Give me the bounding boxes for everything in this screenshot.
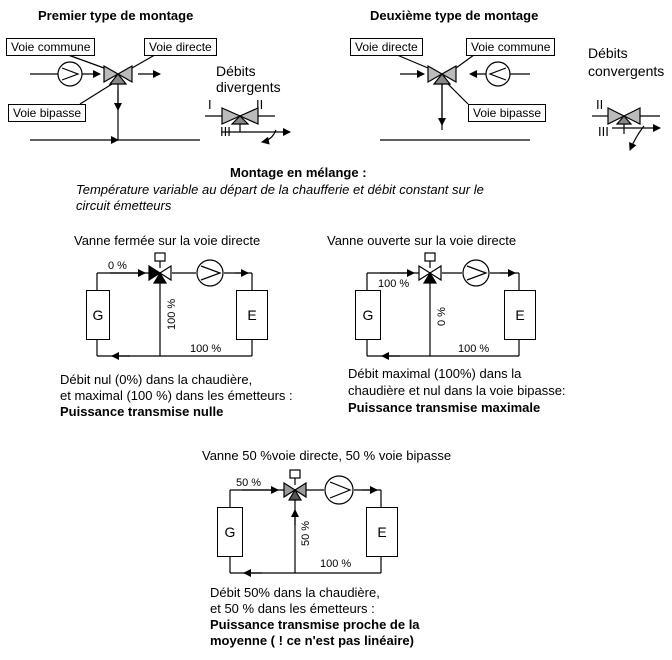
pump-arrow-icon [488,67,507,81]
label-voie-bipasse-2: Voie bipasse [468,104,547,122]
melange-subtitle-line1: Température variable au départ de la cha… [76,182,484,197]
title-deuxieme-montage: Deuxième type de montage [370,8,539,23]
circuit-3-caption: Vanne 50 %voie directe, 50 % voie bipass… [202,448,452,463]
label-convergents: convergents [588,63,665,79]
generator-box: G [217,507,243,557]
label-voie-bipasse-1: Voie bipasse [8,104,87,122]
three-way-valve-icon [427,64,457,85]
label-voie-commune-1: Voie commune [6,38,96,56]
emitter-box: E [504,290,536,340]
generator-box: G [86,290,110,340]
convergent-valve-icon [607,107,641,125]
circuit-1-caption: Vanne fermée sur la voie directe [74,233,261,248]
circuit-1-desc-line2: et maximal (100 %) dans les émetteurs : [60,388,293,403]
emitter-box: E [236,290,268,340]
circuit-1-flow-bottom: 100 % [190,343,222,355]
label-debits: Débits [216,63,256,79]
pump-arrow-icon [200,265,222,281]
montage-1-lines [30,51,200,144]
label-divergents: divergents [216,79,281,95]
divergent-valve-icon [221,107,259,125]
roman-iii-2: III [598,124,609,139]
circuit-3-valve-icon [283,469,307,501]
circuit-2-flow-bottom: 100 % [458,343,490,355]
roman-i: I [208,97,212,112]
label-voie-directe-2: Voie directe [350,38,423,56]
pump-icon [57,61,83,87]
circuit-3-flow-bypass: 50 % [300,520,312,546]
circuit-2-desc-line2: chaudière et nul dans la voie bipasse: [348,383,566,398]
circuit-3-result-line1: Puissance transmise proche de la [210,617,420,632]
pump-arrow-icon [61,67,80,81]
circuit-3-flow-top: 50 % [236,477,262,489]
label-voie-commune-2: Voie commune [466,38,556,56]
circuit-1-result: Puissance transmise nulle [60,404,224,419]
circuit-2-valve-icon [418,252,442,284]
circuit-3-desc-line1: Débit 50% dans la chaudière, [210,585,380,600]
melange-title: Montage en mélange : [230,165,367,180]
label-debits-2: Débits [588,45,628,61]
circuit-3-desc-line2: et 50 % dans les émetteurs : [210,601,375,616]
circuit-3-flow-bottom: 100 % [320,558,352,570]
three-way-valve-icon [103,64,133,85]
emitter-box: E [366,507,398,557]
circuit-2-desc-line1: Débit maximal (100%) dans la [348,366,522,381]
generator-box: G [355,290,381,340]
circuit-2-caption: Vanne ouverte sur la voie directe [327,233,517,248]
circuit-2-flow-top: 100 % [378,278,410,290]
circuit-1-lines [96,269,253,360]
circuit-1-flow-bypass: 100 % [166,298,178,330]
circuit-2-result: Puissance transmise maximale [348,400,541,415]
pump-arrow-icon [466,265,488,281]
circuit-1-valve-icon [148,252,172,284]
roman-iii: III [220,124,231,139]
label-voie-directe-1: Voie directe [144,38,217,56]
circuit-1-desc-line1: Débit nul (0%) dans la chaudière, [60,372,253,387]
circuit-3-lines [229,486,382,577]
montage-2-lines [380,51,530,141]
circuit-2-flow-bypass: 0 % [436,307,448,326]
title-premier-montage: Premier type de montage [38,8,194,23]
circuit-3-result-line2: moyenne ( ! ce n'est pas linéaire) [210,633,414,648]
melange-subtitle-line2: circuit émetteurs [76,198,172,213]
pump-icon [485,61,511,87]
roman-ii: II [256,97,264,112]
roman-ii-2: II [596,97,604,112]
circuit-2-lines [366,269,520,360]
circuit-1-flow-top: 0 % [108,260,127,272]
pump-arrow-icon [329,481,352,499]
